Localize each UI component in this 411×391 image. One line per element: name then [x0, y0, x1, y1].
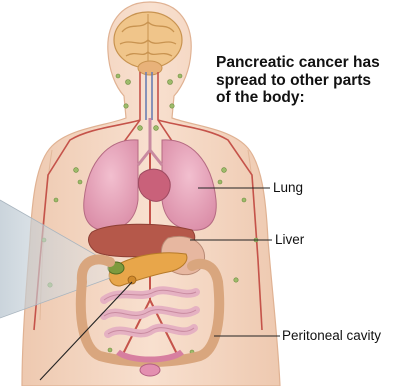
title-line-3: of the body: — [216, 89, 408, 107]
lung-label: Lung — [273, 180, 303, 196]
title-line-2: spread to other parts — [216, 72, 408, 90]
title-line-1: Pancreatic cancer has — [216, 54, 408, 72]
diagram-title: Pancreatic cancer has spread to other pa… — [216, 54, 408, 107]
liver-label: Liver — [275, 232, 304, 248]
peritoneal-cavity-label: Peritoneal cavity — [282, 328, 381, 344]
